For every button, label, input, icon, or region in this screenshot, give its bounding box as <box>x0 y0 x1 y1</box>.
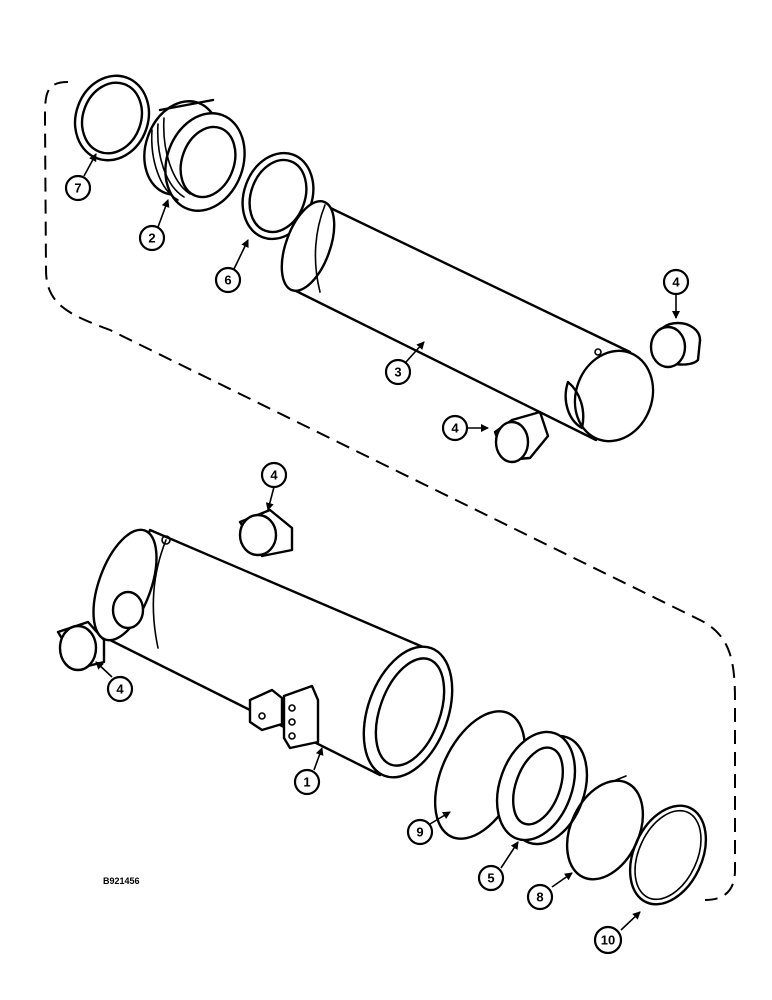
part-3-rod <box>280 199 655 443</box>
svg-text:3: 3 <box>394 365 401 380</box>
svg-text:6: 6 <box>224 273 231 288</box>
callout-2: 2 <box>138 224 166 252</box>
svg-text:4: 4 <box>672 275 680 290</box>
drawing-reference-number: B921456 <box>103 876 140 886</box>
part-4-bushing-mid <box>493 410 550 464</box>
callout-6: 6 <box>214 266 242 294</box>
part-4-bushing-left <box>56 620 106 672</box>
svg-text:10: 10 <box>601 933 615 948</box>
leader-arrows <box>83 153 680 931</box>
part-2-gland <box>143 98 246 212</box>
svg-text:4: 4 <box>451 421 459 436</box>
svg-text:5: 5 <box>487 871 494 886</box>
callout-7: 7 <box>64 174 92 202</box>
callout-4-mid: 4 <box>441 414 469 442</box>
part-7-wiper-ring <box>73 74 151 162</box>
svg-text:2: 2 <box>148 231 155 246</box>
svg-text:9: 9 <box>416 825 423 840</box>
callout-8: 8 <box>526 883 554 911</box>
part-10-seal-ring <box>628 804 708 906</box>
callout-5: 5 <box>477 864 505 892</box>
callout-10: 10 <box>593 925 623 955</box>
callout-4-top: 4 <box>260 461 288 489</box>
part-1-barrel <box>92 528 454 779</box>
svg-text:1: 1 <box>303 775 310 790</box>
callout-3: 3 <box>384 358 412 386</box>
part-4-bushing-top <box>238 508 294 558</box>
svg-text:4: 4 <box>270 468 278 483</box>
callout-1: 1 <box>293 768 321 796</box>
svg-text:7: 7 <box>74 181 81 196</box>
svg-text:4: 4 <box>116 682 124 697</box>
callout-4-right: 4 <box>662 268 690 296</box>
part-4-bushing-right <box>649 321 702 369</box>
callout-9: 9 <box>406 818 434 846</box>
svg-text:8: 8 <box>536 890 543 905</box>
part-6-backup-ring <box>241 151 315 241</box>
assembly-dashed-line <box>43 81 736 901</box>
part-5-piston <box>495 730 589 846</box>
callout-4-left: 4 <box>106 675 134 703</box>
